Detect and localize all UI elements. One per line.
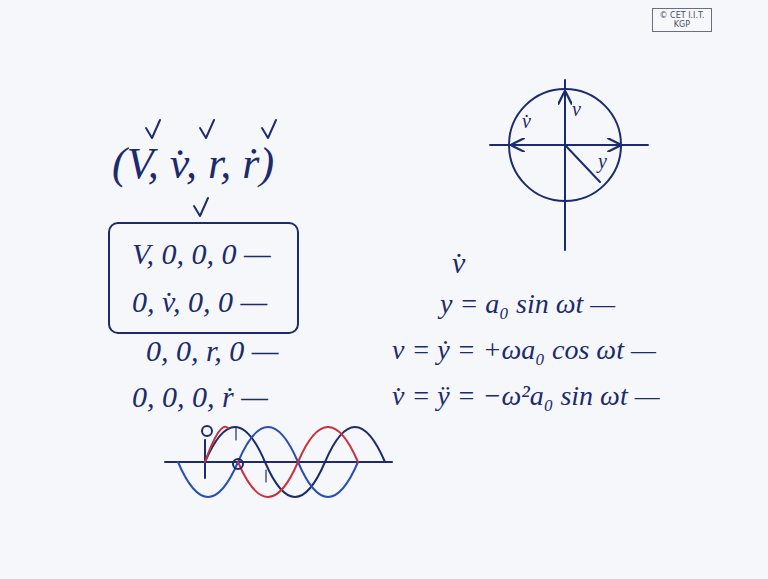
check-mark (200, 120, 214, 138)
node-text: © CET I.I.T. KGP (655, 11, 709, 29)
sine-wave (205, 427, 385, 497)
vector-arrow (565, 144, 620, 146)
equation: v = ẏ = +ωa₀ cos ωt — (392, 334, 656, 366)
node-text: V, 0, 0, 0 — (132, 230, 275, 278)
axis-tick (235, 428, 236, 440)
wave-marker (233, 459, 243, 469)
node-text: 0, v̇, 0, 0 — (132, 278, 275, 326)
matrix-row: 0, 0, 0, ṙ — (132, 380, 268, 414)
sine-wave-blue (178, 427, 358, 497)
matrix-box: V, 0, 0, 0 —0, v̇, 0, 0 — (108, 222, 299, 334)
axis-tick (265, 470, 266, 482)
logo-box: © CET I.I.T. KGP (652, 8, 712, 32)
axis-line (564, 80, 566, 250)
state-vector: (V, v̇, r, ṙ) (112, 138, 274, 189)
vector-arrow (512, 144, 565, 146)
symbol-label: v̇ (452, 246, 465, 280)
wave-marker (202, 426, 212, 436)
vector-line (565, 145, 600, 182)
axis-line (490, 144, 648, 146)
equation: y = a₀ sin ωt — (440, 288, 615, 320)
check-mark (146, 120, 160, 138)
sine-wave-red (205, 427, 228, 462)
vector-label: v̇ (522, 110, 531, 133)
check-mark (262, 120, 276, 138)
check-mark (194, 198, 208, 216)
vector-arrow (564, 92, 566, 145)
sine-wave-red (238, 427, 358, 497)
equation: v̇ = ÿ = −ω²a₀ sin ωt — (392, 380, 660, 412)
vector-label: v (572, 98, 581, 121)
vector-label: y (598, 150, 607, 173)
matrix-row: 0, 0, r, 0 — (146, 334, 279, 368)
